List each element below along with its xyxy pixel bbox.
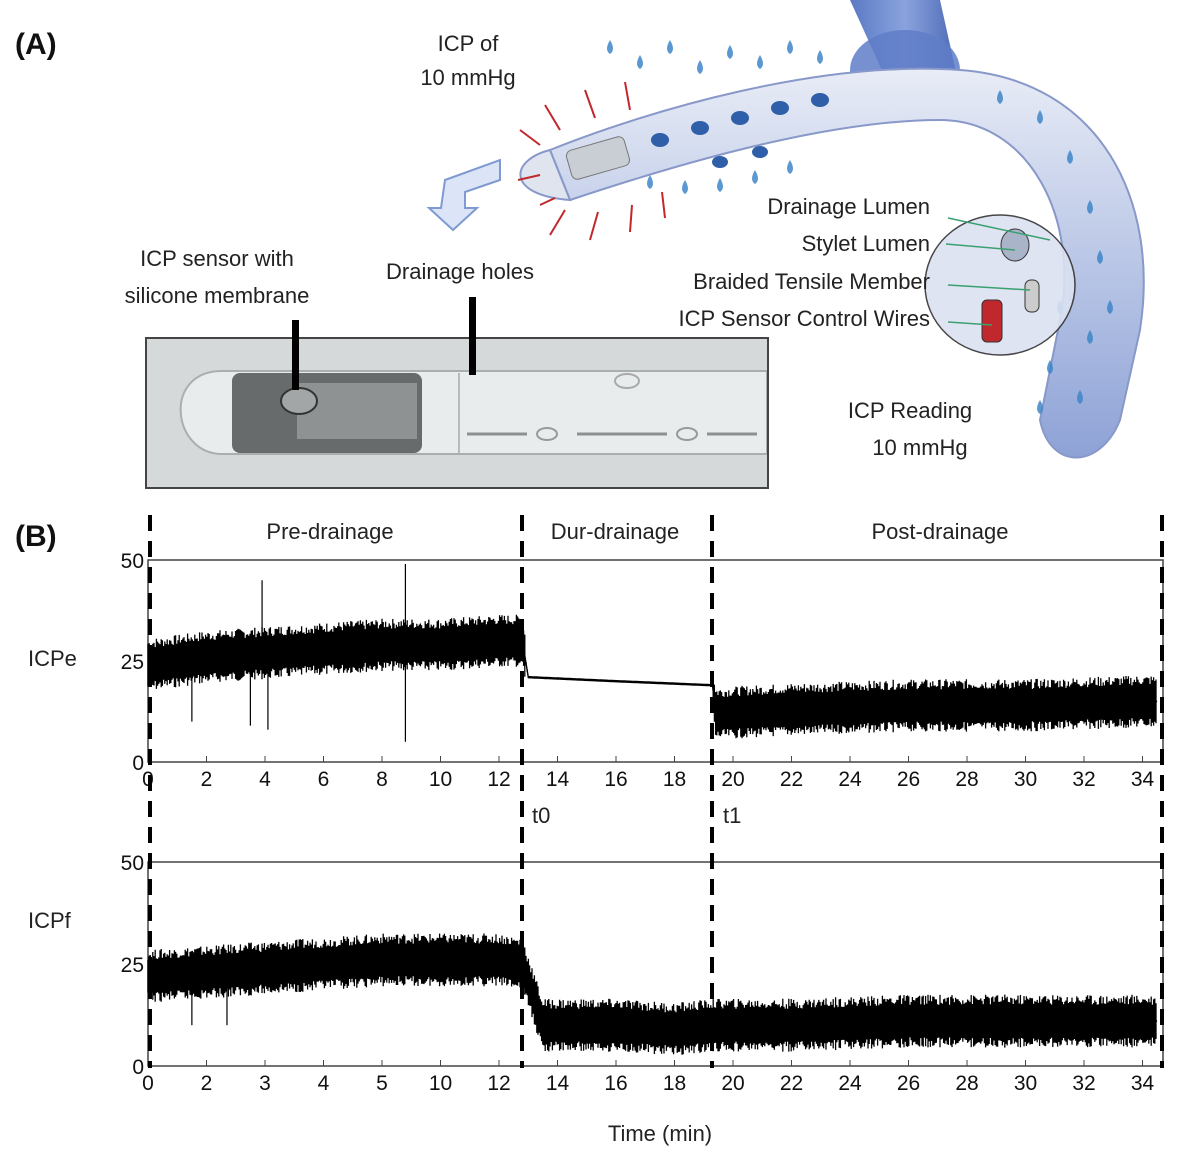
- xtick-label-0-17: 34: [1131, 768, 1155, 791]
- xtick-label-0-1: 2: [201, 768, 213, 791]
- drainage-lumen-shape: [1000, 228, 1030, 262]
- xtick-label-1-9: 18: [663, 1072, 686, 1095]
- marker-t1: t1: [723, 803, 742, 828]
- wires-shape: [981, 299, 1003, 343]
- xtick-label-1-10: 20: [721, 1072, 744, 1095]
- catheter-illustration: [517, 0, 1145, 459]
- xtick-label-0-2: 4: [259, 768, 271, 791]
- xtick-label-1-14: 28: [955, 1072, 978, 1095]
- xtick-label-0-5: 10: [429, 768, 452, 791]
- callout-control-wires: ICP Sensor Control Wires: [678, 306, 930, 331]
- xtick-label-0-10: 20: [721, 768, 744, 791]
- xtick-label-1-0: 0: [142, 1072, 154, 1095]
- x-axis-label: Time (min): [607, 1121, 713, 1146]
- xtick-label-1-15: 30: [1014, 1072, 1037, 1095]
- ytick-label-0-0: 0: [132, 752, 144, 775]
- panel-b-label: (B): [15, 520, 57, 553]
- droplets: [607, 40, 1113, 414]
- catheter-photo: [145, 337, 769, 489]
- trace-line-0: [147, 640, 1158, 715]
- xtick-label-0-4: 8: [376, 768, 388, 791]
- xtick-label-0-6: 12: [487, 768, 510, 791]
- trace-0: [147, 614, 1157, 739]
- phase-pre: Pre-drainage: [266, 519, 394, 544]
- panel-a-label: (A): [15, 28, 57, 61]
- drainage-holes-label: Drainage holes: [386, 259, 534, 284]
- ytick-label-0-1: 25: [121, 651, 144, 674]
- holes-pointer: [469, 297, 476, 375]
- xtick-label-1-1: 2: [201, 1072, 213, 1095]
- xtick-label-1-13: 26: [897, 1072, 920, 1095]
- tube-holes: [651, 93, 829, 168]
- xtick-label-1-4: 5: [376, 1072, 388, 1095]
- phase-dur: Dur-drainage: [550, 519, 680, 544]
- xtick-label-1-3: 4: [318, 1072, 330, 1095]
- xtick-label-0-9: 18: [663, 768, 686, 791]
- xtick-label-0-16: 32: [1072, 768, 1095, 791]
- callout-drainage-lumen: Drainage Lumen: [767, 194, 930, 219]
- xtick-label-1-5: 10: [429, 1072, 452, 1095]
- xtick-label-1-12: 24: [838, 1072, 862, 1095]
- callout-lines: [945, 217, 1051, 326]
- xtick-label-0-3: 6: [318, 768, 330, 791]
- pressure-arrows: [517, 81, 666, 241]
- tip-sensor: [565, 136, 631, 180]
- ytick-label-0-2: 50: [121, 550, 144, 573]
- ytick-label-1-0: 0: [132, 1056, 144, 1079]
- xtick-label-1-16: 32: [1072, 1072, 1095, 1095]
- ytick-label-1-2: 50: [121, 852, 144, 875]
- xtick-label-1-2: 3: [259, 1072, 271, 1095]
- xtick-label-0-7: 14: [546, 768, 570, 791]
- sensor-pointer: [292, 320, 299, 390]
- xtick-label-0-8: 16: [604, 768, 627, 791]
- xtick-label-1-17: 34: [1131, 1072, 1155, 1095]
- ytick-label-1-1: 25: [121, 954, 144, 977]
- xtick-label-0-15: 30: [1014, 768, 1037, 791]
- icp-reading-line2: 10 mmHg: [872, 435, 968, 460]
- icp-of-label: ICP of: [437, 31, 499, 56]
- tensile-member-shape: [1024, 279, 1040, 313]
- ylabel-icpe: ICPe: [28, 646, 77, 671]
- xtick-label-1-6: 12: [487, 1072, 510, 1095]
- xtick-label-1-8: 16: [604, 1072, 627, 1095]
- marker-t0: t0: [532, 803, 551, 828]
- callout-braided-member: Braided Tensile Member: [693, 269, 930, 294]
- callout-stylet-lumen: Stylet Lumen: [801, 231, 930, 256]
- trace-line-1: [147, 959, 1158, 1031]
- pointer-arrow: [426, 158, 501, 232]
- catheter-photo-drawing: [147, 339, 767, 487]
- xtick-label-1-7: 14: [546, 1072, 570, 1095]
- xtick-label-0-13: 26: [897, 768, 920, 791]
- phase-post: Post-drainage: [871, 519, 1009, 544]
- xtick-label-1-11: 22: [780, 1072, 803, 1095]
- icp-of-value: 10 mmHg: [420, 65, 516, 90]
- xtick-label-0-14: 28: [955, 768, 978, 791]
- catheter-tube: [548, 67, 1145, 459]
- trace-1: [147, 933, 1157, 1055]
- sensor-label-line1: ICP sensor with: [140, 246, 294, 271]
- ylabel-icpf: ICPf: [28, 908, 71, 933]
- icp-reading-line1: ICP Reading: [847, 398, 973, 423]
- cross-section: [924, 214, 1076, 356]
- sensor-label-line2: silicone membrane: [124, 283, 310, 308]
- xtick-label-0-11: 22: [780, 768, 803, 791]
- xtick-label-0-12: 24: [838, 768, 862, 791]
